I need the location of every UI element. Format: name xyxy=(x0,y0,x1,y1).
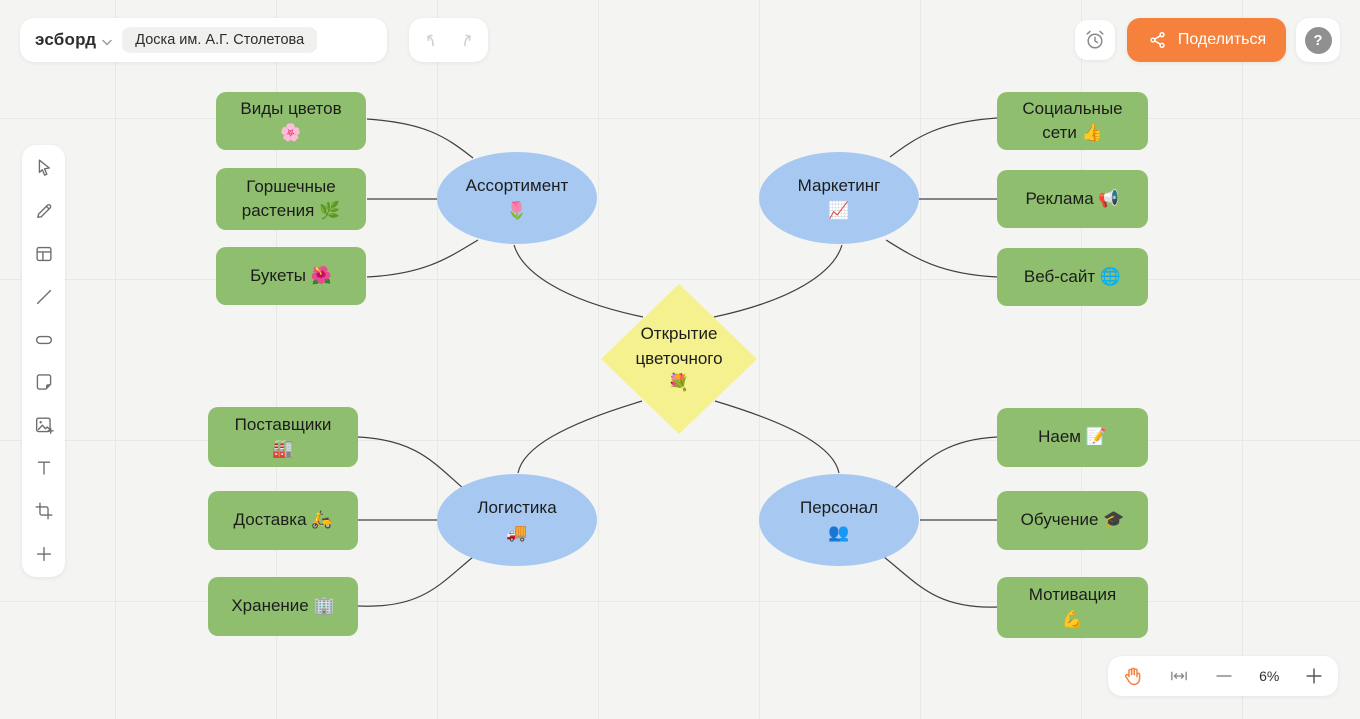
pen-tool-button[interactable] xyxy=(32,199,56,223)
help-button[interactable]: ? xyxy=(1296,18,1340,62)
add-more-tools-button[interactable] xyxy=(32,542,56,566)
mindmap-leaf-social-networks[interactable]: Социальные сети 👍 xyxy=(997,92,1148,150)
zoom-controls: 6% xyxy=(1108,656,1338,696)
mindmap-leaf-bouquets[interactable]: Букеты 🌺 xyxy=(216,247,366,305)
text-tool-button[interactable] xyxy=(32,456,56,480)
mindmap-leaf-potted-plants[interactable]: Горшечные растения 🌿 xyxy=(216,168,366,230)
mindmap-hub-marketing[interactable]: Маркетинг 📈 xyxy=(759,152,919,244)
mindmap-leaf-motivation[interactable]: Мотивация 💪 xyxy=(997,577,1148,638)
history-button[interactable] xyxy=(1075,20,1115,60)
chevron-down-icon[interactable] xyxy=(102,33,112,51)
undo-button[interactable] xyxy=(421,28,445,52)
undo-redo-card xyxy=(409,18,488,62)
tools-sidebar xyxy=(22,145,65,577)
mindmap-leaf-training[interactable]: Обучение 🎓 xyxy=(997,491,1148,550)
board-title[interactable]: Доска им. А.Г. Столетова xyxy=(122,27,318,53)
share-button-label: Поделиться xyxy=(1177,31,1267,48)
mindmap-leaf-storage[interactable]: Хранение 🏢 xyxy=(208,577,358,636)
mindmap-hub-staff[interactable]: Персонал 👥 xyxy=(759,474,919,566)
share-icon xyxy=(1150,32,1165,48)
mindmap-leaf-website[interactable]: Веб-сайт 🌐 xyxy=(997,248,1148,306)
app-header-card: эсборд Доска им. А.Г. Столетова xyxy=(20,18,387,62)
mindmap-hub-assortment[interactable]: Ассортимент 🌷 xyxy=(437,152,597,244)
zoom-in-button[interactable] xyxy=(1303,665,1325,687)
app-logo[interactable]: эсборд xyxy=(35,30,97,49)
fit-width-icon xyxy=(1170,671,1187,681)
shape-tool-button[interactable] xyxy=(32,328,56,352)
minus-icon xyxy=(1216,675,1233,677)
mindmap-leaf-delivery[interactable]: Доставка 🛵 xyxy=(208,491,358,550)
plus-icon xyxy=(1306,668,1322,684)
fit-to-screen-button[interactable] xyxy=(1168,665,1190,687)
zoom-level-value[interactable]: 6% xyxy=(1259,668,1280,684)
share-button[interactable]: Поделиться xyxy=(1127,18,1286,62)
clock-icon xyxy=(1086,30,1104,49)
sticky-note-tool-button[interactable] xyxy=(32,370,56,394)
mindmap-leaf-flower-types[interactable]: Виды цветов 🌸 xyxy=(216,92,366,150)
hand-icon xyxy=(1125,667,1141,685)
line-tool-button[interactable] xyxy=(32,285,56,309)
select-tool-button[interactable] xyxy=(32,156,56,180)
add-image-tool-button[interactable] xyxy=(32,413,56,437)
table-tool-button[interactable] xyxy=(32,242,56,266)
mindmap-leaf-advertising[interactable]: Реклама 📢 xyxy=(997,170,1148,228)
mindmap-leaf-suppliers[interactable]: Поставщики 🏭 xyxy=(208,407,358,467)
redo-button[interactable] xyxy=(453,28,477,52)
pan-hand-button[interactable] xyxy=(1121,665,1144,688)
mindmap-hub-logistics[interactable]: Логистика 🚚 xyxy=(437,474,597,566)
mindmap-leaf-hiring[interactable]: Наем 📝 xyxy=(997,408,1148,467)
zoom-out-button[interactable] xyxy=(1213,665,1235,687)
question-mark-icon: ? xyxy=(1304,26,1332,54)
frame-tool-button[interactable] xyxy=(32,499,56,523)
